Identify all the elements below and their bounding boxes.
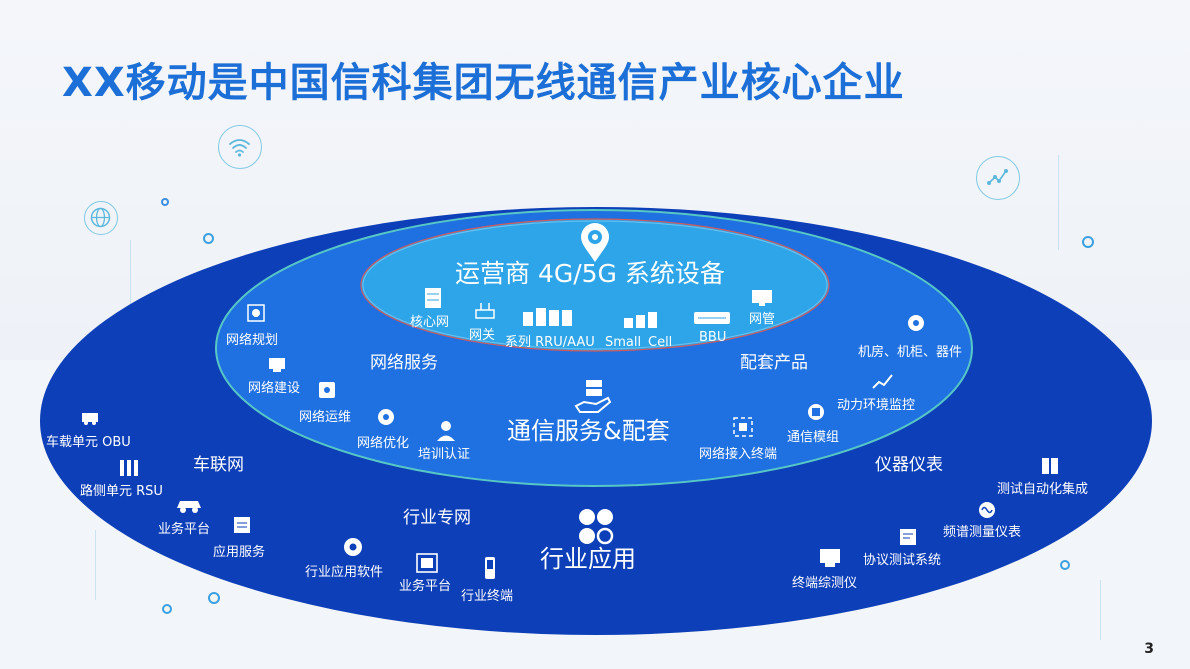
outer-industry-item-terminal: 行业终端 — [461, 589, 514, 604]
deco-dot — [162, 604, 172, 614]
inner-item-rru-aau: 系列 RRU/AAU — [505, 335, 595, 350]
middle-left-item-construction: 网络建设 — [248, 381, 301, 396]
industry-software-icon — [342, 536, 364, 562]
page-number: 3 — [1144, 641, 1154, 657]
server-rack-icon — [424, 287, 442, 313]
monitor-icon — [751, 289, 773, 311]
inner-item-bbu: BBU — [699, 330, 727, 345]
outer-center-label: 行业应用 — [540, 545, 636, 573]
outer-vehicle-group: 车联网 — [193, 455, 244, 475]
access-terminal-icon — [733, 417, 753, 441]
middle-left-group: 网络服务 — [370, 353, 438, 373]
middle-right-group: 配套产品 — [740, 353, 808, 373]
inner-item-cell: Cell — [648, 335, 673, 350]
deco-dot — [208, 592, 220, 604]
deco-dot — [1060, 560, 1070, 570]
middle-right-item-module: 通信模组 — [787, 430, 840, 445]
wifi-icon — [218, 125, 262, 169]
outer-industry-item-software: 行业应用软件 — [305, 565, 384, 580]
rru-devices-icon — [523, 308, 583, 330]
outer-instrument-item-terminal-tester: 终端综测仪 — [792, 576, 858, 591]
outer-instrument-item-protocol: 协议测试系统 — [863, 553, 942, 568]
inner-item-nms: 网管 — [749, 312, 776, 327]
outer-vehicle-item-platform: 业务平台 — [158, 522, 211, 537]
deco-dot — [1082, 236, 1094, 248]
location-pin-icon — [577, 222, 613, 268]
middle-left-item-planning: 网络规划 — [226, 333, 279, 348]
middle-right-item-equipment: 机房、机柜、器件 — [858, 345, 963, 360]
terminal-tester-icon — [819, 548, 841, 572]
equipment-icon — [906, 313, 926, 337]
inner-item-small: Small — [605, 335, 642, 350]
deco-dot — [203, 233, 214, 244]
protocol-test-icon — [898, 527, 918, 551]
industry-terminal-icon — [484, 556, 496, 584]
car-icon — [174, 496, 204, 518]
deco-line — [95, 530, 96, 600]
rsu-icon — [118, 458, 140, 482]
inner-item-gateway: 网关 — [469, 328, 496, 343]
network-graph-icon — [976, 156, 1020, 200]
outer-vehicle-item-rsu: 路侧单元 RSU — [80, 484, 163, 499]
deco-line — [130, 240, 131, 350]
middle-left-item-training: 培训认证 — [418, 447, 471, 462]
obu-icon — [80, 408, 100, 430]
outer-instrument-group: 仪器仪表 — [875, 455, 943, 475]
comm-module-icon — [806, 402, 826, 426]
app-grid-icon — [577, 508, 617, 550]
environment-monitor-icon — [872, 372, 894, 394]
slide-title: XX移动是中国信科集团无线通信产业核心企业 — [62, 60, 905, 106]
network-operations-icon — [318, 381, 336, 403]
deco-line — [1100, 580, 1101, 640]
training-icon — [436, 420, 456, 446]
network-optimization-icon — [376, 407, 396, 431]
industry-platform-icon — [416, 553, 438, 577]
inner-item-core-network: 核心网 — [410, 315, 450, 330]
globe-icon — [84, 201, 118, 235]
spectrum-icon — [977, 500, 997, 524]
bbu-icon — [694, 309, 730, 328]
outer-instrument-item-spectrum: 频谱测量仪表 — [943, 525, 1022, 540]
middle-right-item-terminal: 网络接入终端 — [699, 447, 778, 462]
middle-left-item-operations: 网络运维 — [299, 410, 352, 425]
deco-dot — [161, 198, 169, 206]
middle-center-label: 通信服务&配套 — [507, 417, 670, 445]
inner-heading: 运营商 4G/5G 系统设备 — [455, 259, 725, 288]
deco-line — [1058, 155, 1059, 250]
middle-left-item-optimization: 网络优化 — [357, 436, 410, 451]
middle-right-item-env-monitor: 动力环境监控 — [837, 398, 916, 413]
network-planning-icon — [247, 304, 265, 326]
outer-industry-item-platform: 业务平台 — [399, 579, 452, 594]
automation-icon — [1040, 456, 1060, 480]
small-cell-icon — [624, 312, 658, 332]
inner-ellipse-highlight — [362, 220, 828, 350]
service-hand-icon — [574, 380, 614, 420]
network-construction-icon — [268, 357, 286, 377]
outer-vehicle-item-obu: 车载单元 OBU — [46, 435, 131, 450]
app-service-icon — [232, 515, 252, 539]
outer-instrument-item-automation: 测试自动化集成 — [997, 482, 1089, 497]
gateway-icon — [475, 301, 495, 323]
outer-industry-group: 行业专网 — [403, 508, 471, 528]
outer-vehicle-item-service: 应用服务 — [213, 545, 266, 560]
